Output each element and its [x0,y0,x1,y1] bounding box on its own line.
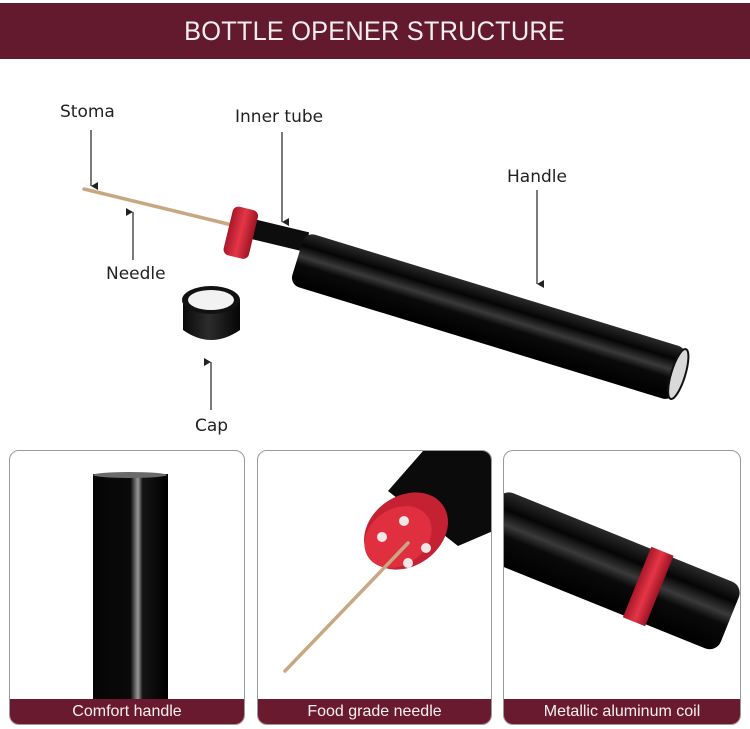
handle-closeup-image [93,472,168,704]
label-stoma: Stoma [60,102,115,122]
panel-caption: Comfort handle [10,699,244,724]
label-needle: Needle [106,264,166,284]
handle-body-shape [291,234,686,399]
inner-tube-shape [246,218,310,252]
feature-panel-food-grade-needle: Food grade needle [257,450,492,725]
feature-panel-comfort-handle: Comfort handle [9,450,245,725]
page-title: BOTTLE OPENER STRUCTURE [184,15,566,46]
structure-diagram: Stoma Inner tube Handle Needle Cap [0,60,750,445]
label-inner-tube: Inner tube [235,107,324,127]
needle-shape [82,187,234,227]
bottle-opener-illustration [82,130,690,410]
label-handle: Handle [507,167,567,187]
panel-caption: Food grade needle [258,699,491,724]
header-banner: BOTTLE OPENER STRUCTURE [0,3,750,59]
label-cap: Cap [195,416,229,436]
feature-panel-metallic-aluminum-coil: Metallic aluminum coil [503,450,741,725]
red-nut-shape [223,206,259,259]
coil-closeup-image [504,492,740,650]
panel-caption: Metallic aluminum coil [504,699,740,724]
needle-closeup-image [283,451,491,673]
